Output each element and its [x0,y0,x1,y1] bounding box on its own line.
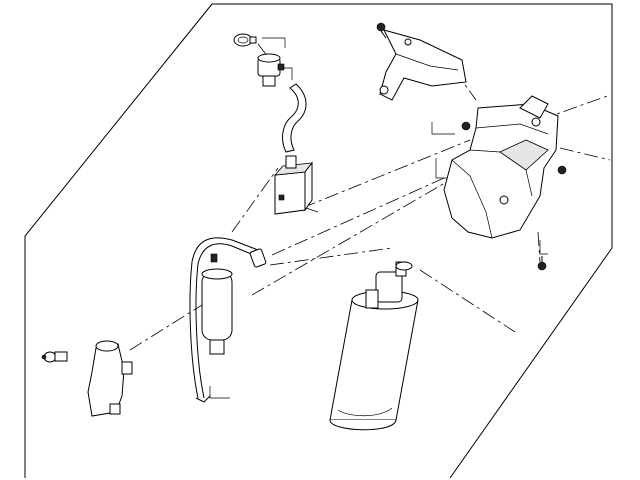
canister-mounting-bracket [376,22,467,101]
canister-support-bracket [443,95,567,271]
diagram-frame [24,3,613,479]
nut-icon [557,165,567,175]
purge-solenoid-valve [274,155,313,215]
hose-connector-clip [41,351,68,363]
bolt-icon [461,121,471,131]
fuel-filter-with-lines [189,237,267,403]
charcoal-canister [329,261,419,431]
bolt-icon [537,256,547,271]
filler-neck-pipe [87,340,133,417]
vapor-hose [282,83,307,153]
hose-clamp [233,33,257,47]
bolt-icon [376,22,387,39]
vent-valve [257,53,285,87]
